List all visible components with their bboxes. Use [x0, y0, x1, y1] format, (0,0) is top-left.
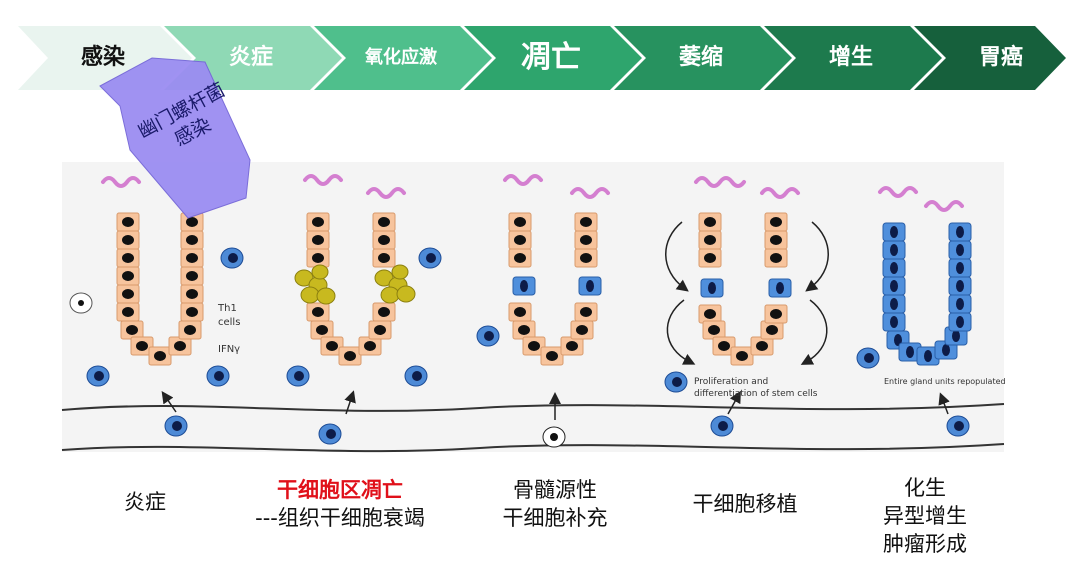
gland-3: [476, 174, 610, 448]
label-th1: Th1: [217, 303, 237, 314]
step-label-5: 萎缩: [678, 45, 723, 70]
step-label-4: 凋亡: [521, 40, 581, 75]
step-label-3: 氧化应激: [365, 47, 437, 68]
chevron-step-7: [914, 26, 1066, 90]
apoptotic-cluster-right: [374, 264, 416, 304]
gland-4: [664, 176, 829, 437]
gland-2: [286, 174, 442, 445]
caption-3: 骨髓源性 干细胞补充: [502, 478, 608, 530]
gland-5: [856, 186, 972, 437]
gland-1: [69, 176, 244, 437]
vessel-line-bottom: [61, 443, 1005, 453]
step-label-6: 增生: [828, 45, 873, 70]
label-repopulated: Entire gland units repopulated: [884, 377, 1006, 386]
label-proliferation-1: Proliferation and: [694, 377, 768, 387]
chevron-step-3: [314, 26, 492, 90]
progression-bar: [18, 26, 1066, 90]
caption-2: 干细胞区凋亡 ---组织干细胞衰竭: [255, 478, 425, 530]
step-label-7: 胃癌: [978, 45, 1023, 70]
chevron-step-6: [764, 26, 942, 90]
caption-1: 炎症: [124, 490, 166, 514]
caption-4: 干细胞移植: [692, 492, 798, 516]
vessel-line-top: [61, 403, 1005, 412]
chevron-step-4: [464, 26, 642, 90]
caption-5: 化生 异型增生 肿瘤形成: [883, 476, 967, 556]
label-ifn: IFNγ: [218, 344, 240, 355]
chevron-step-5: [614, 26, 792, 90]
label-proliferation-2: differentiation of stem cells: [694, 389, 818, 399]
label-cells: cells: [218, 317, 240, 328]
apoptotic-cluster-left: [294, 264, 336, 305]
